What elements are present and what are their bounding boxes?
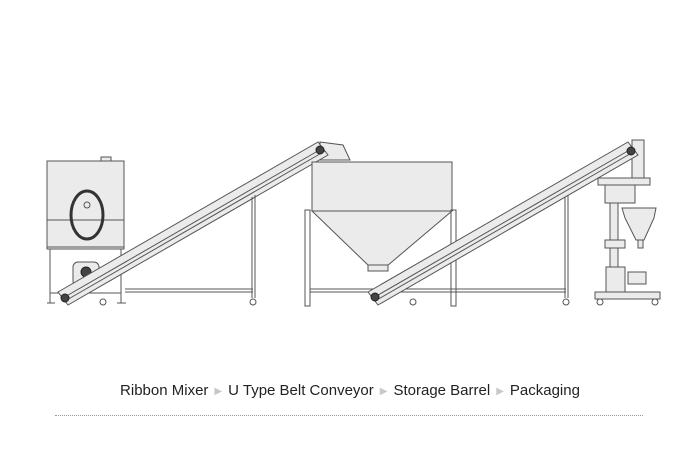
wheel — [99, 298, 107, 306]
wheel — [409, 298, 417, 306]
step-storage-barrel: Storage Barrel — [393, 382, 491, 399]
step-belt-conveyor: U Type Belt Conveyor — [228, 382, 374, 399]
storage-barrel — [304, 161, 457, 307]
wheel — [249, 298, 257, 306]
triangle-right-icon: ▶ — [496, 386, 504, 397]
ribbon-mixer — [46, 156, 126, 306]
triangle-right-icon: ▶ — [214, 386, 223, 397]
packaging-machine — [594, 177, 661, 306]
wheel — [562, 298, 570, 306]
step-ribbon-mixer: Ribbon Mixer — [120, 382, 209, 399]
u-type-belt-conveyor-1 — [57, 141, 351, 306]
u-type-belt-conveyor-2 — [367, 139, 645, 306]
process-caption: Ribbon Mixer ▶ U Type Belt Conveyor ▶ Storag… — [0, 382, 700, 399]
dotted-divider — [55, 415, 643, 416]
triangle-right-icon: ▶ — [379, 386, 388, 397]
step-packaging: Packaging — [509, 382, 580, 399]
drive-belt — [69, 189, 105, 241]
